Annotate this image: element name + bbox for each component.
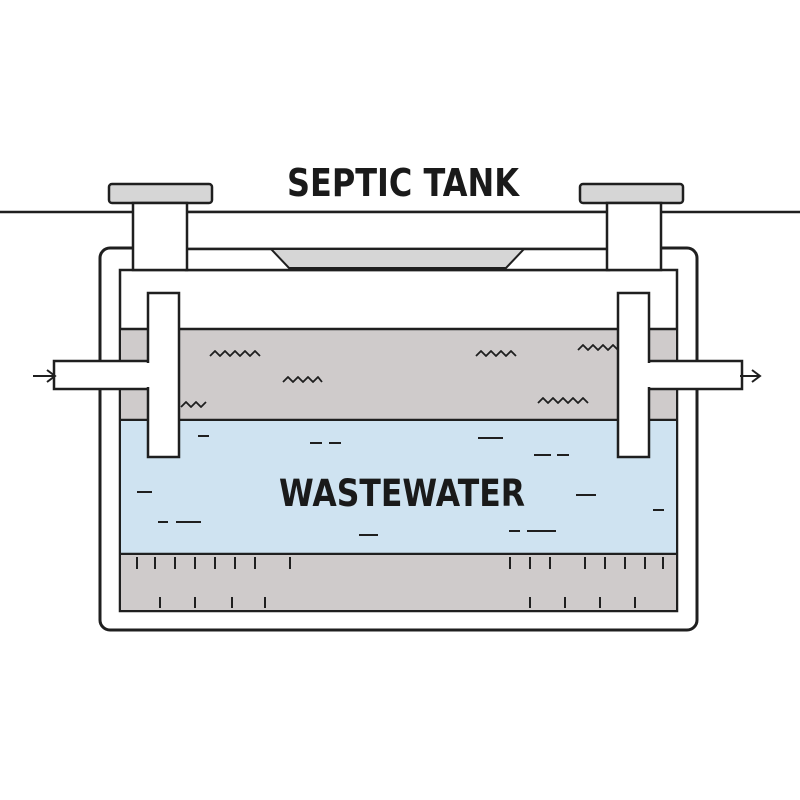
access-hatch: [268, 248, 527, 269]
outlet-riser-shaft: [605, 201, 663, 272]
arrow-right-icon: [33, 369, 57, 383]
inlet-pipe: [52, 291, 181, 459]
inlet-pipe-horizontal: [52, 359, 151, 391]
sludge-tick-marks: [136, 557, 664, 608]
lid-slab: [184, 210, 611, 251]
inlet-tee-cover: [146, 363, 151, 387]
inlet-riser: [107, 182, 214, 272]
outlet-pipe-horizontal: [646, 359, 744, 391]
wastewater-label: WASTEWATER: [279, 472, 525, 515]
outlet-pipe: [616, 291, 744, 459]
outlet-riser-cap: [578, 182, 685, 205]
outlet-tee-cover: [646, 363, 651, 387]
scum-squiggles: [180, 344, 619, 408]
water-dashes: [137, 435, 664, 536]
tank-lid: [184, 210, 611, 272]
arrow-right-icon: [740, 369, 762, 383]
inlet-tee-vertical: [146, 291, 181, 459]
wastewater-layer: [121, 421, 676, 553]
inlet-riser-shaft: [131, 201, 189, 272]
sludge-layer: [121, 555, 676, 610]
scum-layer: [121, 329, 676, 420]
diagram-title: SEPTIC TANK: [287, 161, 520, 205]
outlet-riser: [578, 182, 685, 272]
outlet-tee-vertical: [616, 291, 651, 459]
inlet-riser-cap: [107, 182, 214, 205]
